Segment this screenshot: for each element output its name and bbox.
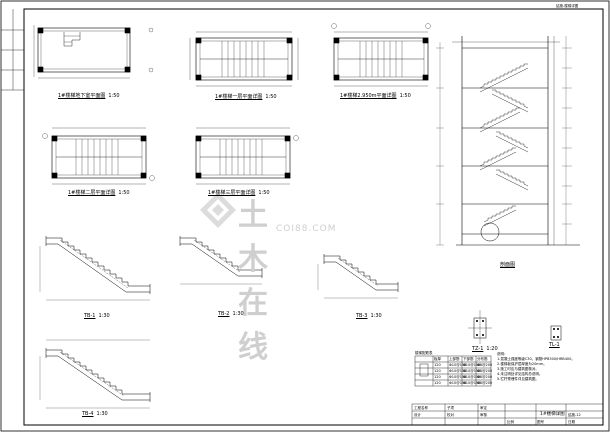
schedule-cell: Φ8@200 — [477, 363, 493, 367]
stair-section-drawing — [436, 36, 580, 246]
schedule-cell: Φ10@150 — [463, 369, 481, 373]
title-block-grid — [411, 403, 604, 426]
tb1-stair-slab-drawing — [39, 236, 151, 301]
schedule-cell: Φ8@200 — [477, 369, 493, 373]
tb-label-date: 日期 — [568, 420, 575, 424]
tl1-title: TL-1 — [549, 342, 560, 348]
schedule-cell: 120 — [434, 369, 441, 373]
schedule-cell: Φ8@200 — [477, 381, 493, 385]
sheet-title: 1#楼梯详图 — [540, 412, 565, 417]
schedule-cell: Φ10@150 — [449, 375, 467, 379]
third-floor-plan-drawing — [195, 127, 299, 185]
schedule-cell: Φ10@150 — [463, 363, 481, 367]
note-line: 5.栏杆预埋件详见建筑图。 — [497, 377, 539, 381]
schedule-cell: Φ8@200 — [477, 375, 493, 379]
schedule-cell: Φ10@150 — [449, 369, 467, 373]
schedule-header-dist: 分布筋 — [477, 357, 488, 361]
first-floor-plan-drawing — [189, 31, 299, 87]
tb-label-subitem: 子项 — [447, 406, 454, 410]
note-line: 4.未注明处详见结构总说明。 — [497, 372, 543, 376]
sheet-number: 结施-12 — [568, 413, 581, 417]
tb3-stair-slab-drawing — [317, 254, 399, 299]
tb-label-project: 工程名称 — [414, 406, 428, 410]
schedule-cell: Φ10@150 — [463, 381, 481, 385]
schedule-cell: Φ10@150 — [449, 381, 467, 385]
tb4-stair-slab-drawing — [39, 339, 151, 409]
schedule-cell: 120 — [434, 375, 441, 379]
note-line: 3.施工时应与建筑图核对。 — [497, 367, 539, 371]
watermark-cn: 土木在线 — [238, 198, 269, 365]
binding-strip — [1, 9, 24, 91]
drawing-number: 结施-楼梯详图 — [556, 4, 579, 8]
mid-landing-plan-drawing — [331, 23, 431, 87]
notes-title: 说明： — [497, 352, 508, 356]
second-floor-plan-drawing — [42, 127, 155, 185]
schedule-header-bottom: 下部筋 — [463, 357, 474, 361]
schedule-header-top: 上部筋 — [449, 357, 460, 361]
section-title: 剖面图 — [500, 262, 516, 268]
inner-frame — [23, 8, 604, 426]
note-line: 2.楼梯板保护层厚度为20mm。 — [497, 362, 547, 366]
schedule-cell: 120 — [434, 381, 441, 385]
tb-label-review: 审核 — [480, 413, 487, 417]
schedule-cell: 120 — [434, 363, 441, 367]
tb-label-design: 设计 — [414, 413, 421, 417]
schedule-title: 楼梯配筋表 — [415, 351, 433, 355]
rebar-schedule-grid — [414, 355, 492, 387]
basement-plan-drawing — [33, 25, 154, 79]
tb-label-check: 校对 — [447, 413, 454, 417]
watermark-en: COI88.COM — [276, 224, 337, 234]
watermark: 土木在线 COI88.COM — [198, 190, 335, 365]
tb-label-approve: 审定 — [480, 406, 487, 410]
schedule-header-thickness: 板厚 — [434, 357, 441, 361]
tz1-column-detail — [468, 310, 492, 344]
watermark-logo-icon — [200, 192, 236, 228]
tb2-stair-slab-drawing — [179, 236, 263, 285]
note-line: 1.混凝土强度等级C30，钢筋HPB300/HRB400。 — [497, 357, 575, 361]
schedule-cell: Φ10@150 — [449, 363, 467, 367]
tl1-beam-detail — [550, 325, 562, 341]
tb-label-scale: 比例 — [507, 420, 514, 424]
schedule-cell: Φ10@150 — [463, 375, 481, 379]
tb-label-sheet: 图号 — [537, 420, 544, 424]
